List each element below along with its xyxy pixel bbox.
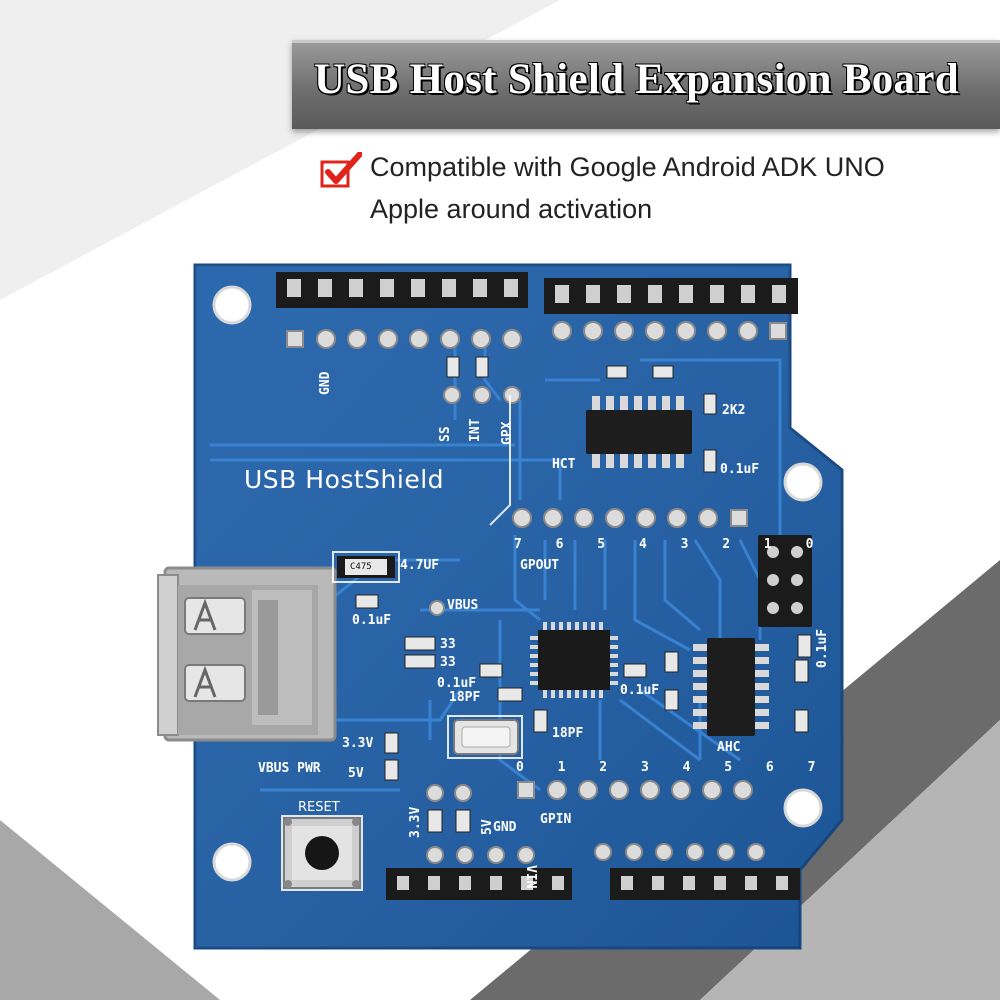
board-name-label: USB HostShield [244, 465, 445, 494]
label-18pf-a: 18PF [449, 690, 481, 705]
label-cap-top: 0.1uF [720, 462, 760, 477]
label-ahc: AHC [717, 740, 741, 755]
label-cap-mid: 0.1uF [437, 676, 477, 691]
label-int: INT [468, 418, 483, 442]
gpin-pads [517, 780, 753, 800]
crystal-oscillator [453, 719, 519, 755]
ss-int-gpx-pads [443, 386, 521, 404]
header-bottom-left [386, 868, 572, 900]
mounting-holes [212, 285, 823, 882]
label-vbus-pwr: VBUS PWR [258, 761, 321, 776]
label-gpx: GPX [500, 421, 515, 445]
label-r33a: 33 [440, 637, 456, 652]
label-hct: HCT [552, 457, 576, 472]
label-r33b: 33 [440, 655, 456, 670]
ahc-logic-chip [693, 638, 769, 736]
label-reset: RESET [298, 800, 340, 815]
label-vin: VIN [523, 865, 538, 889]
header-bottom-right [610, 868, 800, 900]
label-3-3v: 3.3V [342, 736, 374, 751]
label-18pf-b: 18PF [552, 726, 584, 741]
pad-row-top-right [552, 321, 787, 341]
label-gpin-numbers: 0 1 2 3 4 5 6 7 [516, 760, 829, 775]
header-top-right [544, 278, 798, 314]
pad-row-bottom-left [426, 846, 535, 864]
label-gpout: GPOUT [520, 558, 560, 573]
usb-host-controller-chip [530, 622, 618, 698]
label-gnd-bottom: GND [493, 820, 517, 835]
title-banner: USB Host Shield Expansion Board [292, 40, 1000, 129]
pad-row-top-left [286, 329, 522, 349]
label-vbus: VBUS [447, 598, 479, 613]
hct-logic-chip [586, 396, 692, 468]
label-cap-right: 0.1uF [620, 683, 660, 698]
tantalum-capacitor [337, 556, 395, 578]
feature-line-2: Apple around activation [370, 194, 653, 224]
reset-button [283, 817, 361, 889]
label-3-3v-bottom: 3.3V [408, 806, 423, 838]
feature-line-1: Compatible with Google Android ADK UNO [370, 152, 885, 182]
label-cap-left: 0.1uF [352, 613, 392, 628]
usb-a-connector [157, 566, 337, 742]
label-4-7uf: 4.7UF [400, 558, 440, 573]
power-select-pads [426, 784, 472, 802]
icsp-header [758, 535, 812, 627]
label-gnd-top: GND [318, 371, 333, 395]
vbus-test-pad [429, 600, 445, 616]
label-gpout-numbers: 7 6 5 4 3 2 1 0 [514, 537, 827, 552]
label-ss: SS [438, 426, 453, 442]
silkscreen-outlines [281, 395, 523, 891]
label-c475: C475 [350, 562, 372, 572]
label-gpin: GPIN [540, 812, 572, 827]
label-5v: 5V [348, 766, 364, 781]
smd-components-top [446, 356, 717, 473]
smd-components-left [355, 594, 812, 781]
checkmark-icon [320, 152, 362, 188]
header-top-left [276, 272, 528, 308]
label-cap-far: 0.1uF [815, 628, 830, 668]
pad-row-bottom-right [594, 843, 765, 861]
banner-title: USB Host Shield Expansion Board [314, 56, 959, 103]
smd-components-bottom [427, 809, 471, 833]
gpout-pads [512, 508, 748, 528]
label-2k2: 2K2 [722, 403, 746, 418]
